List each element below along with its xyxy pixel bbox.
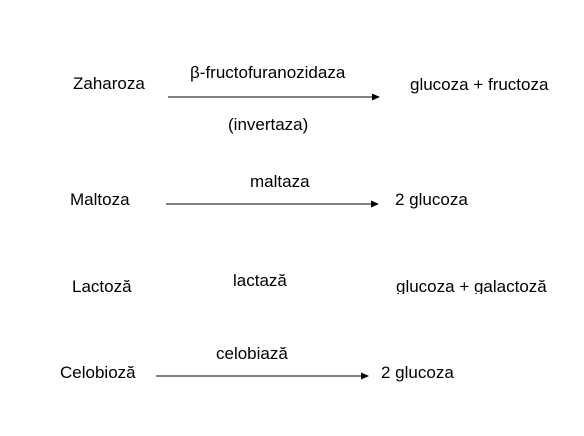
substrate-lactoza-clip: Lactoză (72, 277, 172, 294)
reaction-arrow-2 (166, 198, 379, 210)
enzyme-note-invertaza: (invertaza) (228, 115, 309, 134)
substrate-lactoza: Lactoză (72, 277, 132, 294)
products-2-glucoza-celobioza: 2 glucoza (381, 363, 454, 382)
reaction-arrow-1 (168, 91, 380, 103)
products-lactoza-clip: glucoza + galactoză (396, 277, 576, 294)
enzyme-label-lactaza: lactază (233, 271, 287, 290)
substrate-maltoza: Maltoza (70, 190, 130, 209)
enzyme-label-maltaza: maltaza (250, 172, 310, 191)
products-glucoza-galactoza: glucoza + galactoză (396, 277, 547, 294)
products-2-glucoza-maltoza: 2 glucoza (395, 190, 468, 209)
enzyme-label-celobiaza: celobiază (216, 344, 288, 363)
substrate-celobioza: Celobioză (60, 363, 136, 382)
reaction-arrow-4 (156, 370, 369, 382)
enzyme-label-invertase: β-fructofuranozidaza (190, 63, 346, 82)
products-glucoza-fructoza: glucoza + fructoza (410, 75, 549, 94)
substrate-zaharoza: Zaharoza (73, 74, 145, 93)
